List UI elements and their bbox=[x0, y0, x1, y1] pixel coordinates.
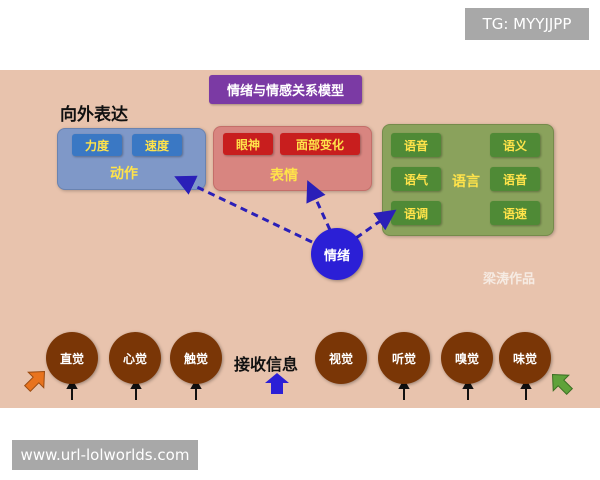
language-item-meaning: 语义 bbox=[490, 133, 540, 157]
dashed-arrows bbox=[23, 175, 574, 400]
arrow-to-action bbox=[174, 175, 313, 244]
language-item-pace: 语速 bbox=[490, 201, 540, 225]
emotion-center-node: 情绪 bbox=[311, 228, 363, 280]
action-item-speed: 速度 bbox=[132, 134, 182, 156]
language-item-voice: 语音 bbox=[391, 133, 441, 157]
language-group-label: 语言 bbox=[452, 174, 480, 190]
sense-sight: 视觉 bbox=[315, 332, 367, 384]
action-group: 力度 速度 动作 bbox=[57, 128, 206, 190]
sense-smell: 嗅觉 bbox=[441, 332, 493, 384]
green-arrow-icon bbox=[551, 373, 574, 396]
expression-group-label: 表情 bbox=[270, 168, 298, 184]
diagram-panel: 情绪与情感关系模型 向外表达 力度 速度 动作 眼神 面部变化 表情 语音 语义… bbox=[0, 70, 600, 408]
sense-up-arrows bbox=[66, 378, 532, 400]
watermark-tg-badge: TG: MYYJJPP bbox=[465, 8, 589, 40]
expression-item-eyes: 眼神 bbox=[223, 133, 273, 155]
sense-intuition: 直觉 bbox=[46, 332, 98, 384]
action-group-label: 动作 bbox=[110, 166, 138, 182]
expression-item-face-change: 面部变化 bbox=[280, 133, 360, 155]
language-item-voice-2: 语音 bbox=[490, 167, 540, 191]
watermark-url-badge: www.url-lolworlds.com bbox=[12, 440, 198, 470]
language-item-tone: 语气 bbox=[391, 167, 441, 191]
receive-arrow-icon bbox=[265, 373, 289, 394]
arrow-to-language bbox=[355, 209, 397, 240]
sense-touch: 触觉 bbox=[170, 332, 222, 384]
sense-taste: 味觉 bbox=[499, 332, 551, 384]
receive-info-label: 接收信息 bbox=[234, 355, 299, 374]
orange-arrow-icon bbox=[23, 370, 46, 393]
language-group: 语音 语义 语气 语音 语调 语速 语言 bbox=[382, 124, 554, 236]
expression-group: 眼神 面部变化 表情 bbox=[213, 126, 372, 191]
language-item-intonation: 语调 bbox=[391, 201, 441, 225]
action-item-strength: 力度 bbox=[72, 134, 122, 156]
author-watermark: 梁涛作品 bbox=[483, 272, 536, 287]
outward-expression-heading: 向外表达 bbox=[60, 105, 128, 125]
diagram-title: 情绪与情感关系模型 bbox=[209, 75, 362, 104]
sense-hearing: 听觉 bbox=[378, 332, 430, 384]
arrow-to-expression bbox=[306, 180, 332, 231]
sense-mind: 心觉 bbox=[109, 332, 161, 384]
